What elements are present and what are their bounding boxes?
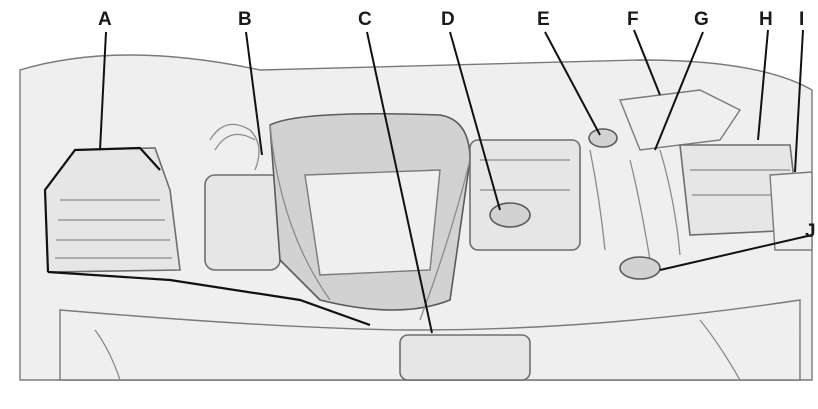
callout-e: E: [537, 10, 550, 29]
callout-c: C: [358, 10, 372, 29]
dipstick-handle: [589, 129, 617, 147]
front-latch: [400, 335, 530, 380]
valve-cover: [470, 140, 580, 250]
callout-g: G: [694, 10, 709, 29]
callout-a: A: [98, 10, 112, 29]
oil-fill-cap: [490, 203, 530, 227]
callout-d: D: [441, 10, 455, 29]
callout-i: I: [799, 10, 804, 29]
washer-fluid-cap: [620, 257, 660, 279]
engine-cover-center: [305, 170, 440, 275]
callout-f: F: [627, 10, 639, 29]
callout-h: H: [759, 10, 773, 29]
coolant-reservoir: [205, 175, 280, 270]
air-cleaner-housing: [45, 148, 180, 272]
callout-j: J: [805, 222, 816, 241]
callout-b: B: [238, 10, 252, 29]
